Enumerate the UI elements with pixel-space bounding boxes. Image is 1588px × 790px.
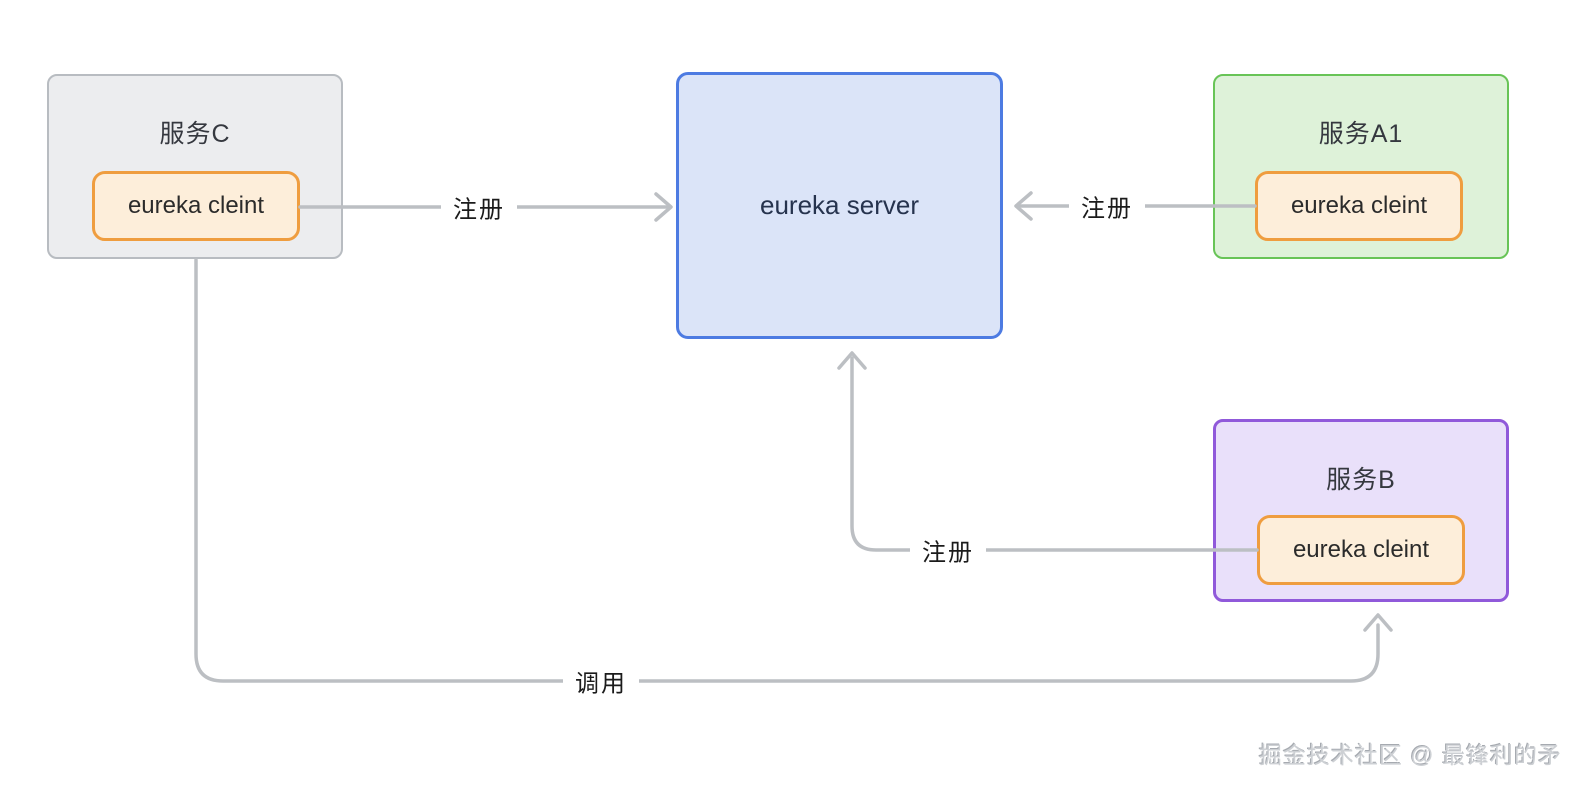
service-c-eureka-client-label: eureka cleint bbox=[127, 192, 265, 219]
service-c-eureka-client-badge: eureka cleint bbox=[92, 171, 300, 241]
edge-a1-register-arrowhead-icon bbox=[1014, 191, 1033, 221]
eureka-server-node: eureka server bbox=[676, 72, 1003, 339]
edge-label-register-b: 注册 bbox=[910, 529, 986, 571]
service-a1-eureka-client-badge: eureka cleint bbox=[1255, 171, 1463, 241]
edge-b-register-arrowhead-icon bbox=[837, 351, 867, 370]
watermark: 掘金技术社区 @ 最锋利的矛 bbox=[1258, 742, 1562, 768]
service-c-title: 服务C bbox=[159, 120, 231, 148]
edge-c-register-arrowhead-icon bbox=[654, 192, 673, 222]
service-b-title: 服务B bbox=[1326, 466, 1396, 494]
service-c-node: 服务C eureka cleint bbox=[47, 74, 343, 259]
edge-label-register-a1: 注册 bbox=[1069, 185, 1145, 227]
edge-b-register-line bbox=[850, 356, 1259, 552]
edge-label-call: 调用 bbox=[563, 660, 639, 702]
service-b-eureka-client-badge: eureka cleint bbox=[1257, 515, 1465, 585]
edge-label-register-c: 注册 bbox=[441, 186, 517, 228]
edge-call-arrowhead-icon bbox=[1363, 613, 1393, 632]
service-b-eureka-client-label: eureka cleint bbox=[1292, 536, 1430, 563]
service-a1-node: 服务A1 eureka cleint bbox=[1213, 74, 1509, 259]
service-b-node: 服务B eureka cleint bbox=[1213, 419, 1509, 602]
service-a1-title: 服务A1 bbox=[1318, 120, 1404, 148]
eureka-server-label: eureka server bbox=[760, 190, 919, 220]
service-a1-eureka-client-label: eureka cleint bbox=[1290, 192, 1428, 219]
